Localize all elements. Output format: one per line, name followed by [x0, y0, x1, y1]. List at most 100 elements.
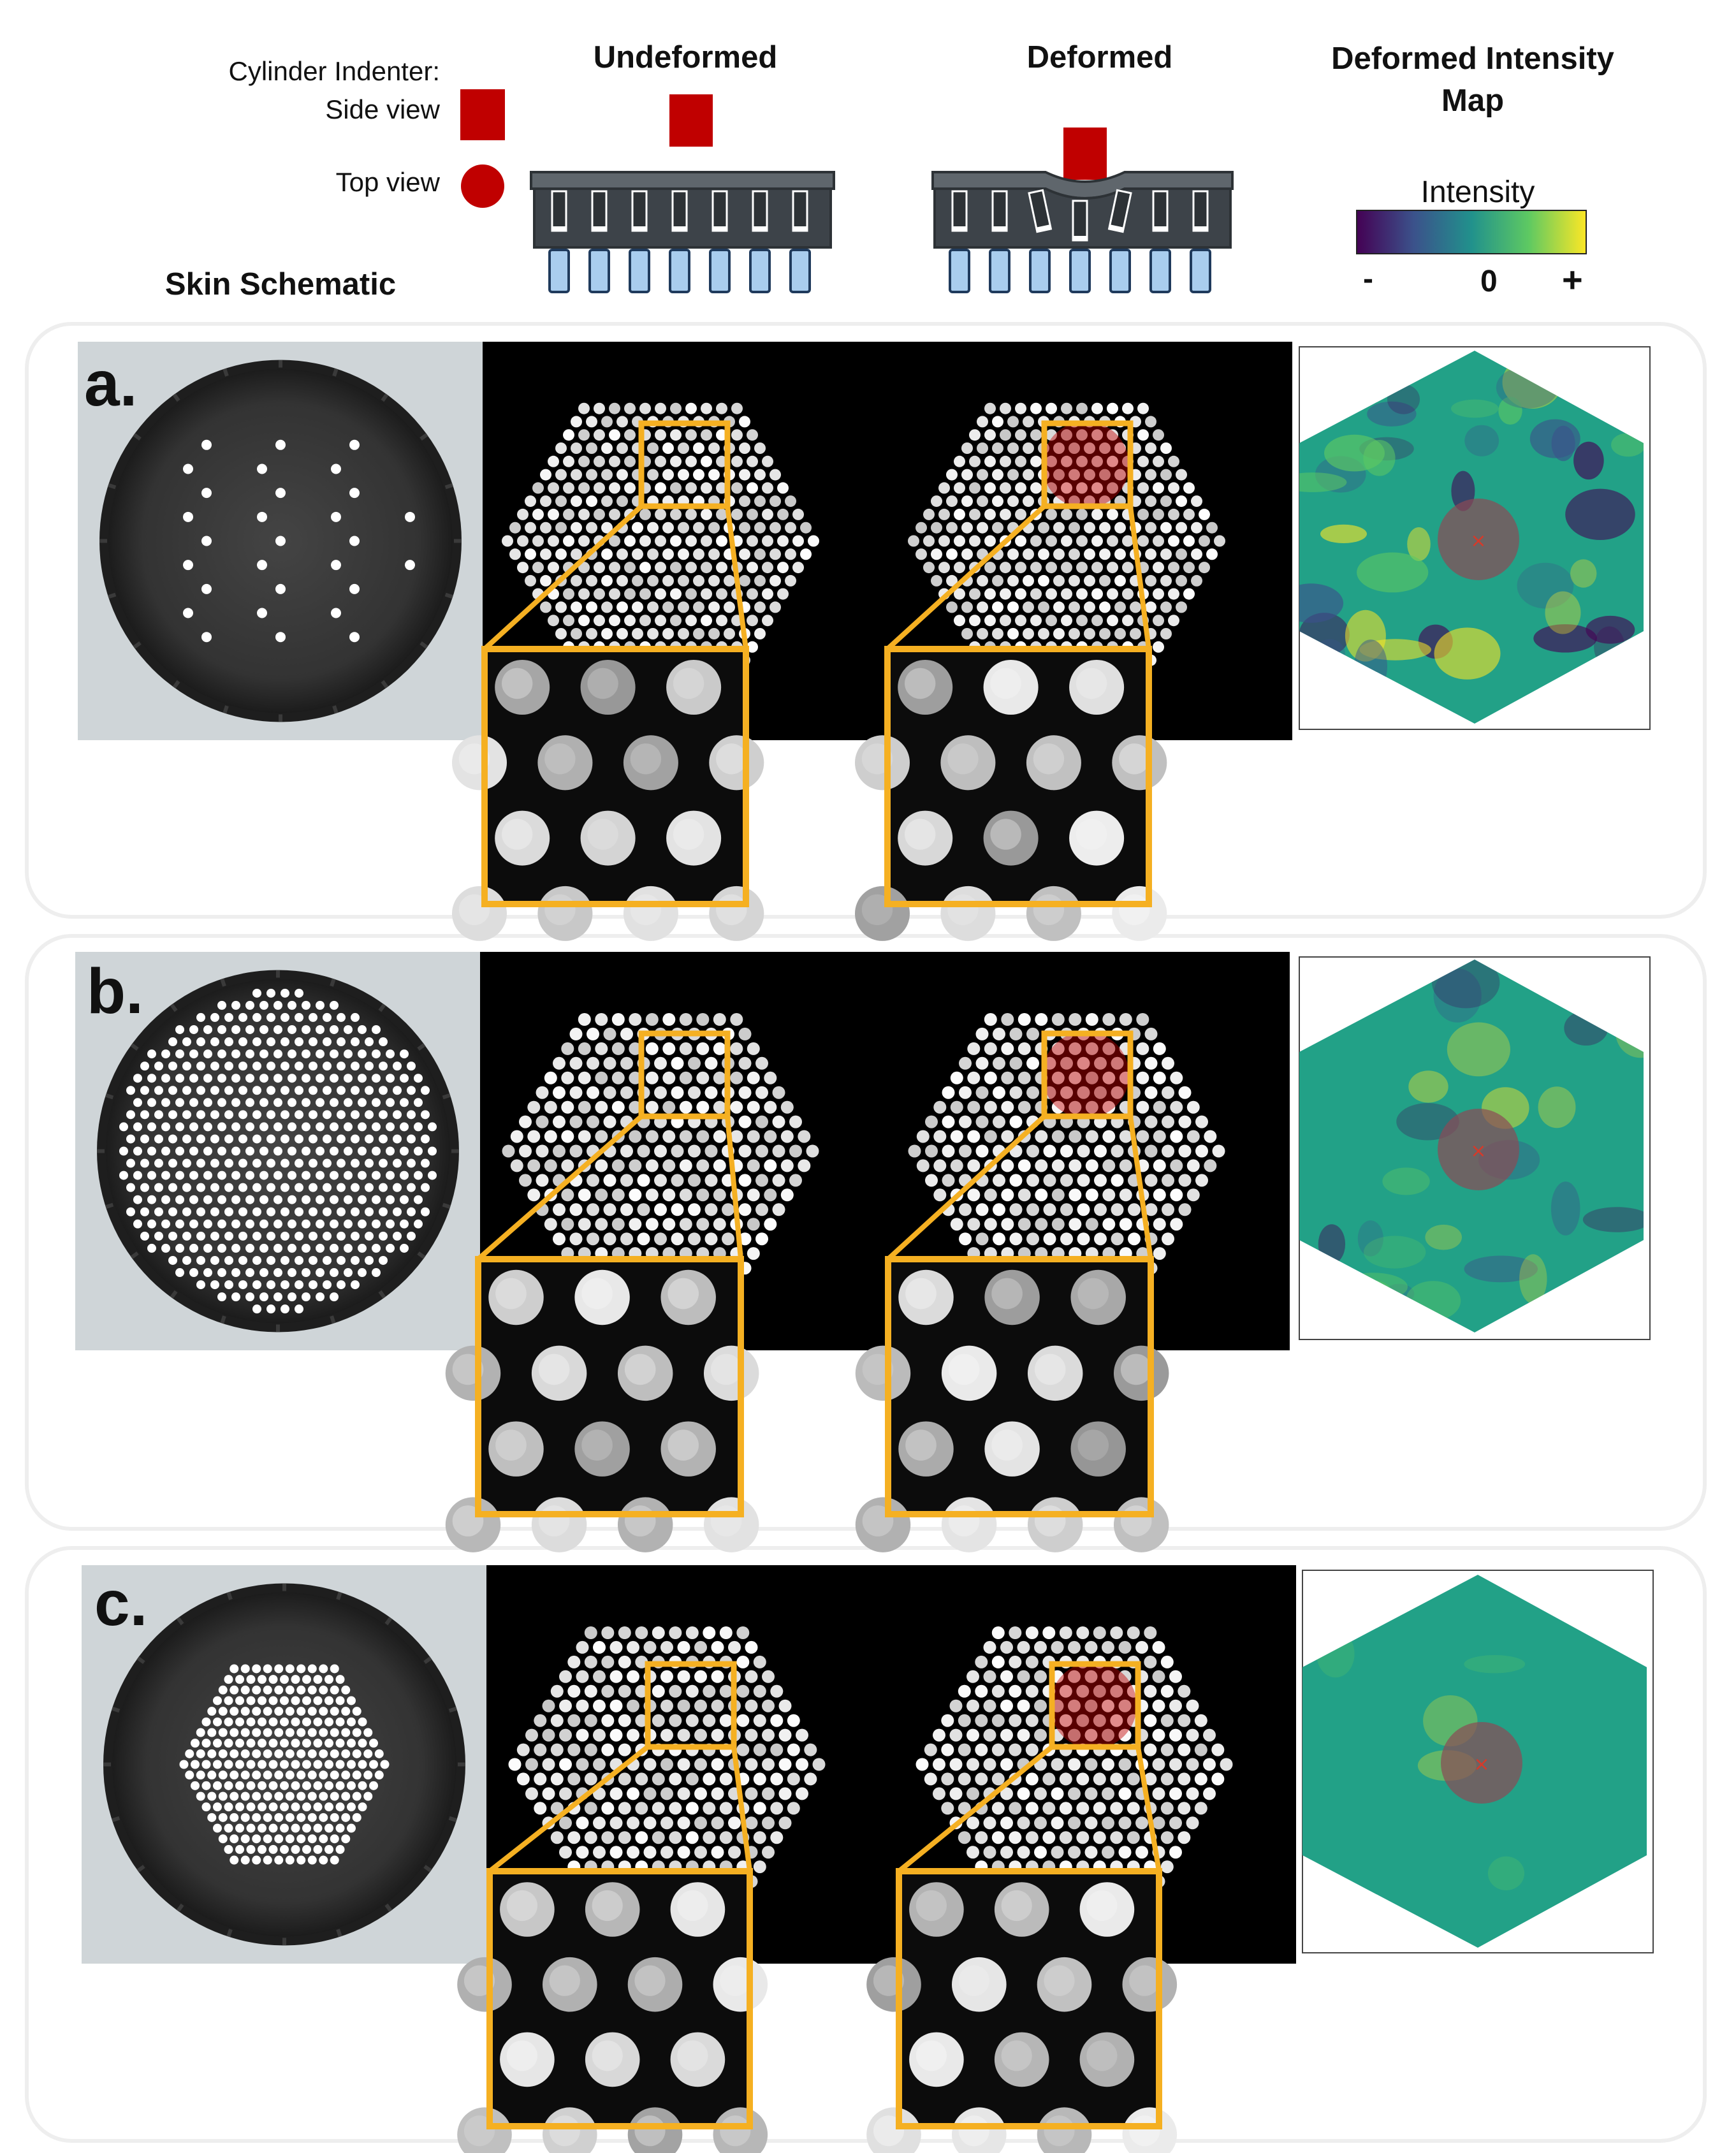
skin-marker	[259, 1171, 268, 1180]
marker-dot	[569, 1086, 583, 1099]
marker-dot	[532, 535, 544, 547]
marker-dot	[578, 615, 590, 627]
marker-dot	[762, 508, 773, 520]
roi-box-undeformed	[638, 420, 731, 509]
marker-dot	[1084, 628, 1095, 639]
skin-marker	[285, 1664, 295, 1674]
intensity-blob	[1299, 472, 1347, 492]
marker-dot	[1153, 482, 1164, 494]
skin-marker	[288, 1171, 296, 1180]
marker-dot	[1076, 402, 1088, 414]
skin-marker	[330, 1243, 339, 1253]
skin-marker	[335, 1739, 345, 1748]
skin-marker	[210, 1110, 219, 1120]
skin-marker	[245, 1219, 254, 1229]
marker-dot	[578, 1218, 591, 1231]
marker-dot	[950, 1130, 963, 1143]
marker-dot	[679, 1013, 692, 1026]
marker-dot	[601, 495, 613, 507]
skin-marker	[245, 1171, 254, 1180]
skin-marker	[119, 1146, 128, 1156]
skin-marker	[217, 1219, 226, 1229]
marker-dot	[1152, 1640, 1165, 1654]
marker-dot	[662, 522, 674, 534]
marker-dot	[1102, 1100, 1116, 1114]
zoom-connector	[1135, 1746, 1162, 1872]
marker-dot	[991, 1714, 1005, 1727]
skin-marker	[182, 1255, 191, 1265]
marker-dot	[694, 1846, 707, 1859]
skin-marker	[351, 1255, 360, 1265]
marker-dot	[627, 1728, 639, 1742]
marker-dot	[724, 628, 735, 639]
marker-dot	[1015, 482, 1026, 494]
skin-marker	[372, 1049, 381, 1059]
marker-dot	[949, 1728, 963, 1742]
skin-marker	[231, 1122, 240, 1132]
skin-marker	[161, 1122, 170, 1132]
marker-dot	[685, 1772, 699, 1786]
skin-marker	[400, 1098, 409, 1107]
marker-dot	[1035, 1013, 1048, 1026]
marker-dot	[1137, 455, 1149, 467]
skin-marker	[231, 1049, 240, 1059]
marker-dot	[925, 1174, 938, 1187]
marker-dot	[688, 1174, 701, 1187]
marker-dot	[1042, 1626, 1056, 1639]
inset-marker	[457, 2107, 512, 2153]
inset-marker	[580, 810, 636, 866]
skin-marker	[379, 1134, 388, 1144]
skin-marker	[281, 1280, 289, 1290]
marker-dot	[671, 1144, 684, 1158]
skin-marker	[309, 1134, 317, 1144]
marker-dot	[660, 1787, 673, 1800]
skin-marker	[372, 1195, 381, 1204]
marker-dot	[1168, 508, 1179, 520]
marker-dot	[915, 1758, 929, 1771]
skin-marker	[374, 1749, 384, 1758]
marker-dot	[772, 1144, 785, 1158]
skin-marker	[189, 1049, 198, 1059]
inset-marker	[909, 2032, 964, 2087]
skin-marker	[341, 1728, 351, 1737]
inset-marker	[585, 2032, 640, 2087]
skin-marker	[347, 1823, 356, 1833]
marker-dot	[1018, 1100, 1031, 1114]
marker-dot	[620, 1027, 633, 1040]
marker-dot	[959, 1232, 972, 1246]
skin-marker	[325, 1739, 333, 1748]
zoom-connector	[731, 1746, 752, 1872]
marker-dot	[975, 1144, 989, 1158]
marker-dot	[1023, 495, 1034, 507]
marker-dot	[624, 562, 636, 574]
marker-dot	[1102, 1218, 1116, 1231]
skin-marker	[379, 1255, 388, 1265]
marker-dot	[559, 1670, 572, 1683]
intensity-blob	[1498, 397, 1522, 425]
marker-dot	[587, 1203, 599, 1216]
skin-marker	[231, 1292, 240, 1302]
intensity-blob	[1447, 1022, 1510, 1077]
skin-marker	[182, 1231, 191, 1241]
marker-dot	[1186, 1188, 1200, 1202]
colorbar-max-label: +	[1562, 259, 1583, 300]
marker-dot	[662, 1130, 676, 1143]
marker-dot	[660, 1816, 673, 1830]
inset-marker	[660, 1269, 716, 1325]
skin-marker	[358, 1171, 367, 1180]
marker-dot	[747, 615, 758, 627]
marker-dot	[961, 522, 973, 534]
skin-marker	[365, 1110, 374, 1120]
skin-marker	[266, 1012, 275, 1022]
marker-dot	[587, 1027, 599, 1040]
marker-dot	[670, 535, 682, 547]
marker-dot	[540, 469, 551, 481]
marker-dot	[624, 455, 636, 467]
skin-marker	[291, 1844, 300, 1854]
marker-dot	[635, 1772, 648, 1786]
marker-dot	[747, 1159, 760, 1172]
marker-dot	[1153, 1100, 1166, 1114]
inset-marker	[495, 659, 550, 715]
intensity-blob	[1545, 591, 1581, 634]
skin-marker	[341, 1792, 351, 1801]
